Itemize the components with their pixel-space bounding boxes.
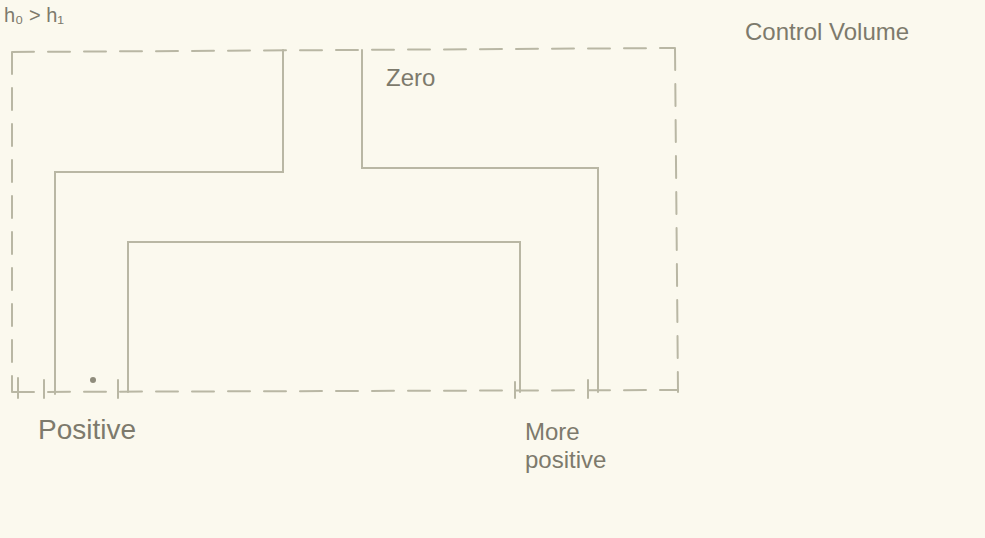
pressure-label: Zero bbox=[386, 64, 506, 92]
pressure-label: Positive bbox=[38, 414, 178, 446]
pressure-label: More positive bbox=[525, 418, 625, 473]
control-volume-label: Control Volume bbox=[745, 18, 945, 46]
duct-outer-left-wall bbox=[55, 50, 283, 394]
control-volume-boundary bbox=[12, 48, 678, 392]
duct-outer-right-wall bbox=[362, 50, 598, 392]
relation-note: h₀ > h₁ bbox=[4, 4, 124, 27]
duct-inner-wall bbox=[128, 242, 520, 392]
boundary-ticks bbox=[18, 378, 588, 398]
reference-dot bbox=[90, 377, 96, 383]
